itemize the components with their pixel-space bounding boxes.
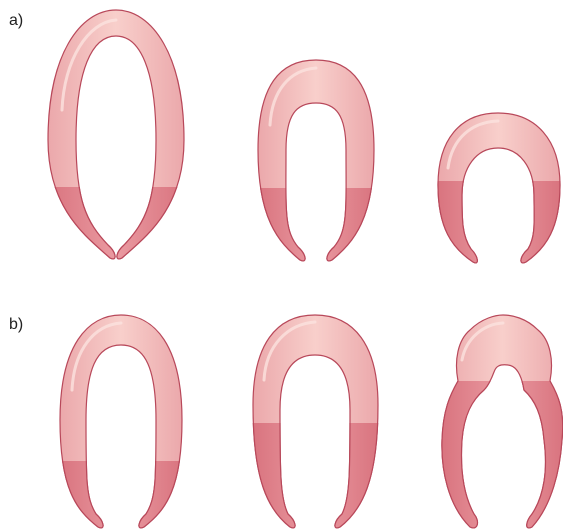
- loop-b1: [60, 315, 182, 528]
- loop-a1: [48, 10, 184, 259]
- loop-b3: [442, 315, 563, 528]
- panel-b-label: b): [9, 316, 23, 333]
- loop-b2: [253, 315, 378, 528]
- loop-a3: [438, 113, 560, 263]
- loop-a2: [258, 60, 374, 261]
- panel-a-label: a): [9, 12, 23, 29]
